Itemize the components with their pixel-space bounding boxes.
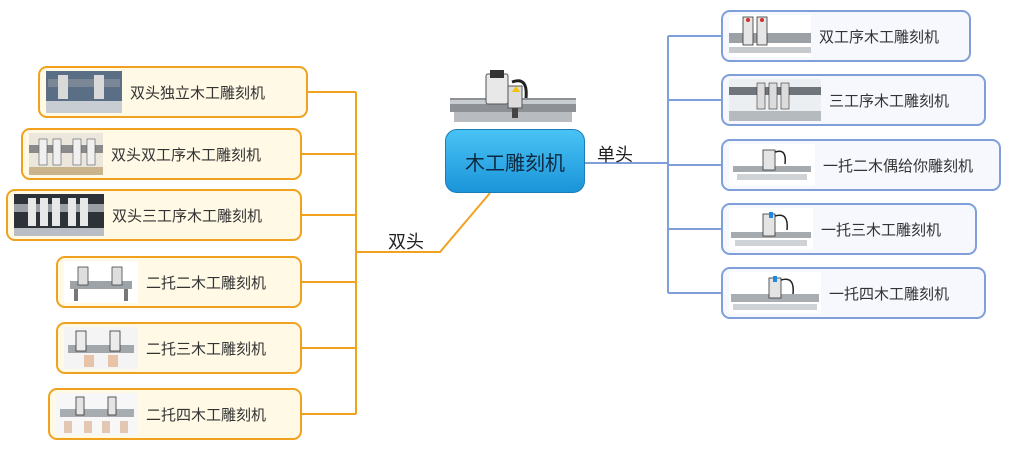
node-single-pallet-four[interactable]: 一托四木工雕刻机 <box>721 267 986 319</box>
node-double-dual-process[interactable]: 双头双工序木工雕刻机 <box>21 128 302 180</box>
node-double-triple-process[interactable]: 双头三工序木工雕刻机 <box>6 189 302 241</box>
machine-thumbnail <box>729 79 821 121</box>
node-label: 三工序木工雕刻机 <box>829 91 950 110</box>
root-node[interactable]: 木工雕刻机 <box>445 129 585 193</box>
node-label: 一托二木偶给你雕刻机 <box>823 156 974 175</box>
node-two-pallet-two[interactable]: 二托二木工雕刻机 <box>56 256 302 308</box>
machine-thumbnail <box>56 393 138 435</box>
node-double-independent[interactable]: 双头独立木工雕刻机 <box>38 66 308 118</box>
machine-thumbnail <box>29 133 103 175</box>
node-label: 一托四木工雕刻机 <box>829 284 950 303</box>
node-two-pallet-four[interactable]: 二托四木工雕刻机 <box>48 388 302 440</box>
branch-label-single: 单头 <box>597 145 633 166</box>
node-single-triple-process[interactable]: 三工序木工雕刻机 <box>721 74 986 126</box>
machine-thumbnail <box>729 144 815 186</box>
node-single-pallet-three[interactable]: 一托三木工雕刻机 <box>721 203 977 255</box>
node-label: 二托四木工雕刻机 <box>146 405 267 424</box>
branch-label-double: 双头 <box>388 232 424 253</box>
machine-thumbnail <box>46 71 122 113</box>
machine-thumbnail <box>64 327 138 369</box>
node-label: 双工序木工雕刻机 <box>819 27 940 46</box>
machine-thumbnail <box>14 194 104 236</box>
node-label: 二托三木工雕刻机 <box>146 339 267 358</box>
machine-thumbnail <box>64 261 138 303</box>
node-label: 一托三木工雕刻机 <box>821 220 942 239</box>
engraving-machine-image <box>450 70 576 122</box>
node-label: 双头独立木工雕刻机 <box>130 83 266 102</box>
machine-thumbnail <box>729 15 811 57</box>
node-single-pallet-two[interactable]: 一托二木偶给你雕刻机 <box>721 139 1001 191</box>
machine-thumbnail <box>729 208 813 250</box>
node-label: 双头三工序木工雕刻机 <box>112 206 263 225</box>
double-branch-connectors <box>302 91 491 415</box>
node-two-pallet-three[interactable]: 二托三木工雕刻机 <box>56 322 302 374</box>
root-label: 木工雕刻机 <box>465 150 565 175</box>
node-label: 二托二木工雕刻机 <box>146 273 267 292</box>
machine-thumbnail <box>729 272 821 314</box>
node-label: 双头双工序木工雕刻机 <box>111 145 262 164</box>
single-branch-connectors <box>585 35 721 294</box>
node-single-dual-process[interactable]: 双工序木工雕刻机 <box>721 10 971 62</box>
